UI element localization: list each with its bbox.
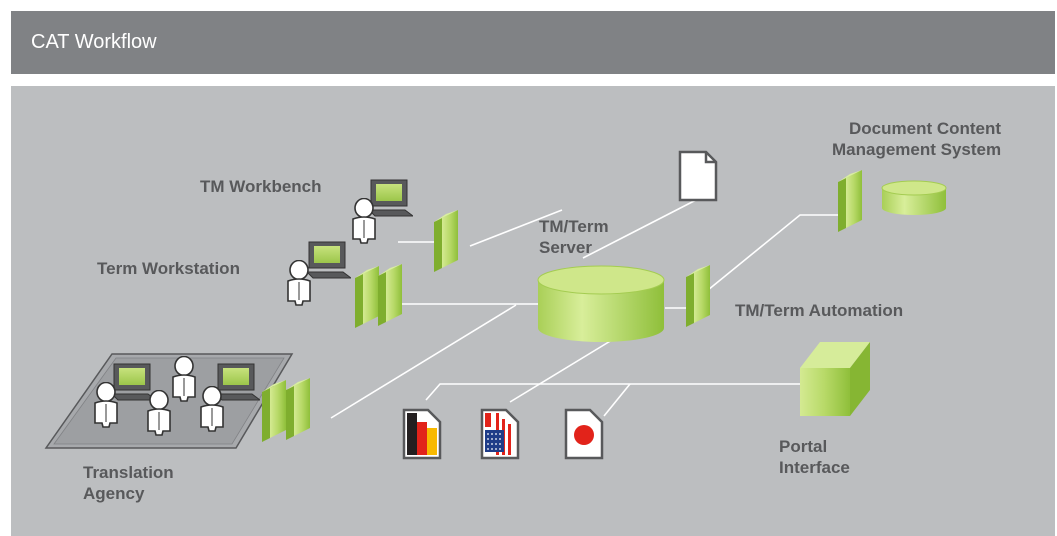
agency-monitor-icon: [216, 363, 260, 401]
term-workstation-label: Term Workstation: [97, 259, 240, 278]
german-flag-document-icon: [402, 408, 442, 460]
dcms-label-line2: Management System: [832, 140, 1002, 159]
agency-user-icon: [147, 390, 171, 436]
agency-firewall-icon: [286, 378, 310, 440]
agency-user-icon: [94, 382, 118, 428]
tm-term-server-label-line1: TM/Term: [539, 217, 609, 236]
page-title: CAT Workflow: [31, 31, 157, 53]
translation-agency-label-line2: Agency: [83, 484, 145, 503]
workstation-firewall-icon: [355, 266, 379, 328]
workstation-monitor-icon: [307, 241, 351, 279]
header-bar: CAT Workflow: [11, 11, 1055, 74]
japanese-flag-document-icon: [564, 408, 604, 460]
workbench-user-icon: [352, 198, 376, 244]
workbench-firewall-icon: [434, 210, 458, 272]
tm-term-automation-label: TM/Term Automation: [735, 301, 904, 320]
dcms-firewall-icon: [838, 170, 862, 232]
dcms-database-icon: [881, 180, 947, 215]
portal-cube-icon: [800, 342, 870, 416]
agency-user-icon: [200, 386, 224, 432]
document-icon: [678, 150, 718, 202]
diagram-panel: [11, 86, 1055, 536]
tm-term-server-label-line2: Server: [539, 238, 592, 257]
translation-agency-label-line1: Translation: [83, 463, 174, 482]
workstation-firewall-icon: [378, 264, 402, 326]
dcms-label-line1: Document Content: [849, 119, 1002, 138]
tm-term-server-database-icon: [537, 265, 665, 342]
portal-interface-label-line1: Portal: [779, 437, 828, 456]
us-flag-document-icon: [480, 408, 520, 460]
workstation-user-icon: [287, 260, 311, 306]
automation-firewall-icon: [686, 265, 710, 327]
portal-interface-label-line2: Interface: [779, 458, 850, 477]
agency-monitor-icon: [112, 363, 156, 401]
workbench-monitor-icon: [369, 179, 413, 217]
connection-lines: [330, 199, 838, 419]
translation-agency-platform: [44, 353, 294, 449]
agency-user-icon: [172, 356, 196, 402]
tm-workbench-label: TM Workbench: [200, 177, 322, 196]
